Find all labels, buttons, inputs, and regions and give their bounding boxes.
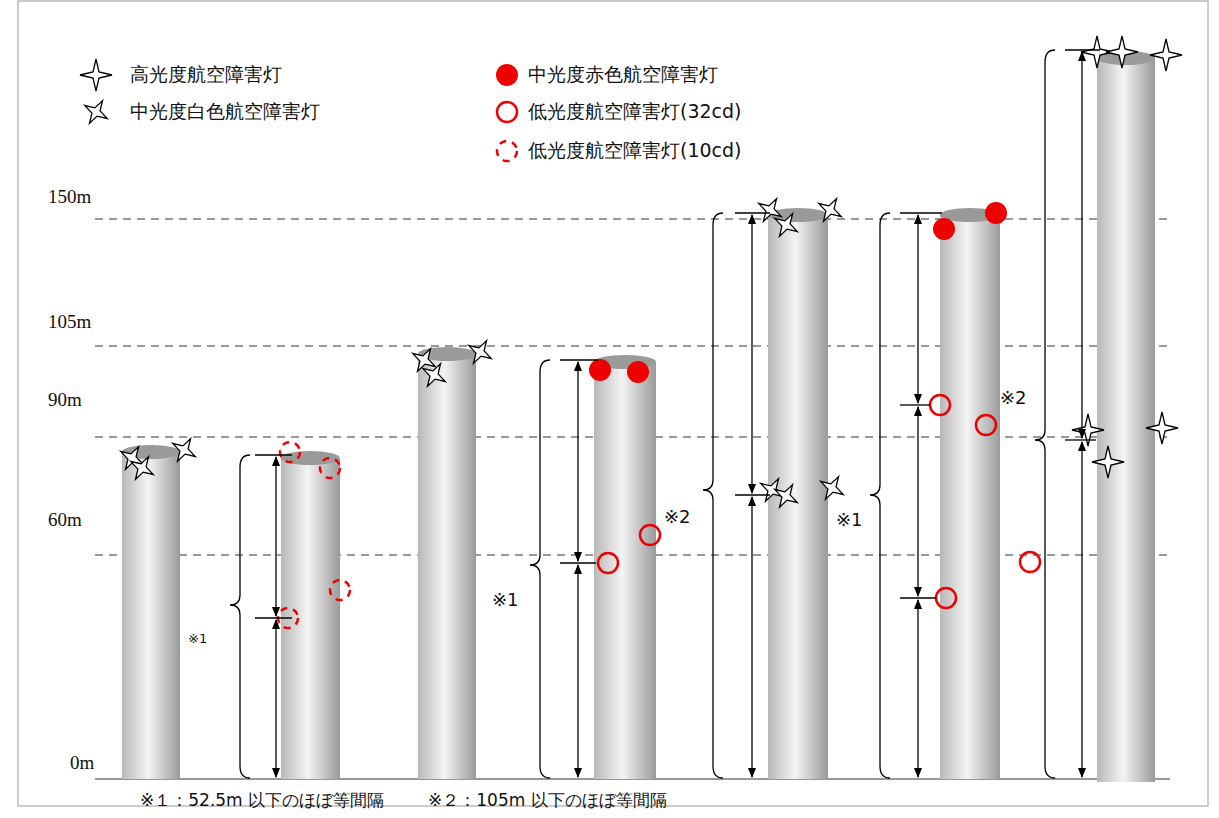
axis-label: 150m (48, 187, 91, 208)
note-mark: ※2 (664, 507, 691, 527)
footnote: ※２：105m 以下のほぼ等間隔 (428, 791, 667, 810)
legend-text: 低光度航空障害灯(32cd) (528, 101, 742, 122)
footnote: ※１：52.5m 以下のほぼ等間隔 (140, 791, 384, 810)
note-mark: ※2 (1000, 388, 1027, 408)
legend-text: 中光度白色航空障害灯 (130, 101, 320, 122)
axis-label: 105m (48, 312, 91, 333)
legend-text: 低光度航空障害灯(10cd) (528, 140, 742, 161)
note-mark: ※1 (188, 632, 207, 646)
towers (122, 51, 1155, 782)
axis-label: 0m (70, 753, 94, 774)
lights (114, 36, 1182, 628)
braces (230, 50, 1055, 778)
frame (18, 1, 1208, 806)
note-mark: ※1 (836, 510, 863, 530)
note-mark: ※1 (492, 590, 519, 610)
axis-label: 90m (48, 390, 82, 411)
legend-text: 中光度赤色航空障害灯 (528, 64, 718, 85)
spacing-arrows (255, 50, 1100, 777)
legend-symbols (78, 59, 518, 161)
axis-label: 60m (48, 510, 82, 531)
legend-text: 高光度航空障害灯 (130, 64, 282, 85)
